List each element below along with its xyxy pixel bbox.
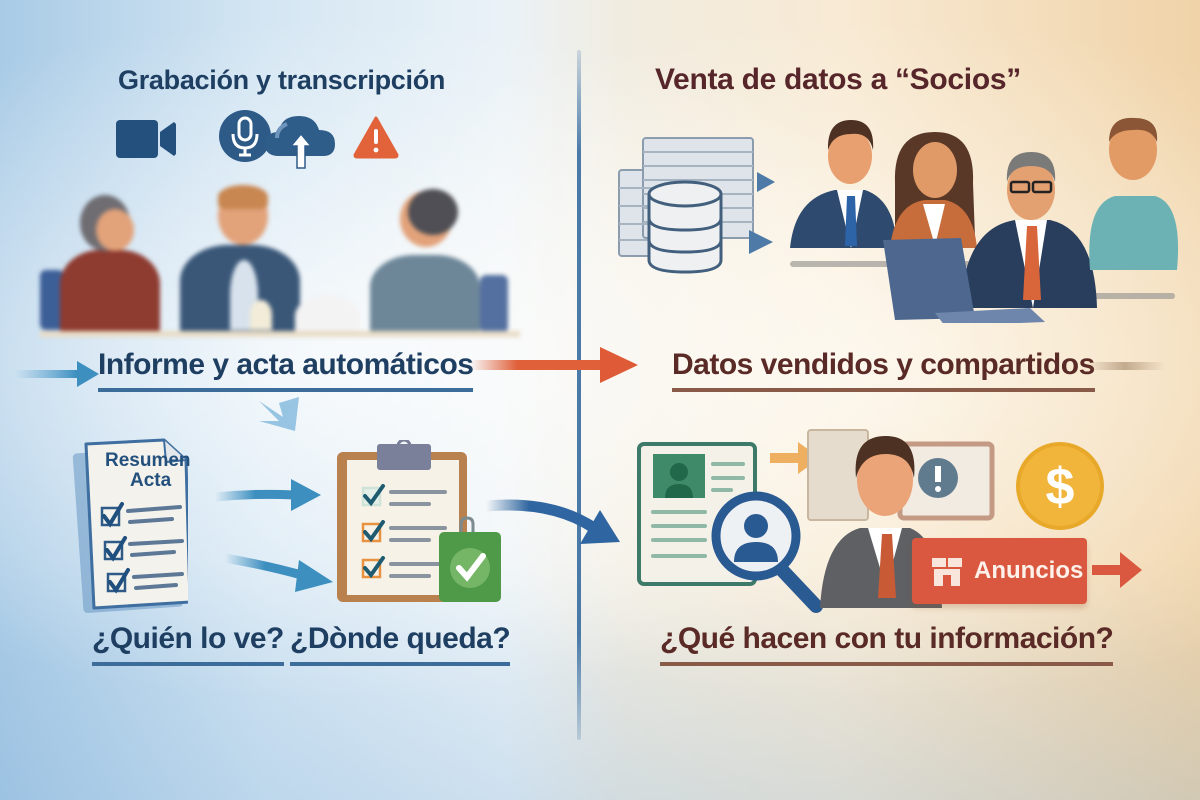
fading-line <box>1085 362 1165 370</box>
ads-store-icon <box>932 558 962 586</box>
question-what-they-do: ¿Qué hacen con tu información? <box>660 622 1114 666</box>
flow-arrow-in <box>15 360 100 388</box>
document-icon <box>68 430 188 615</box>
flow-arrow-orange <box>470 345 640 385</box>
ads-badge: Anuncios <box>912 538 1087 604</box>
question-who-sees: ¿Quién lo ve? <box>92 622 284 666</box>
database-stack-icon <box>615 118 775 278</box>
down-arrow-icon <box>255 395 305 435</box>
flow-arrow-upper <box>215 475 325 515</box>
warning-icon <box>352 114 400 160</box>
partners-group-illustration <box>785 108 1180 323</box>
panel-divider <box>577 50 581 740</box>
cloud-upload-icon <box>262 107 340 171</box>
dollar-coin-icon: $ <box>1012 438 1108 534</box>
flow-arrow-red <box>1092 550 1144 590</box>
right-title: Venta de datos a “Socios” <box>655 63 1021 96</box>
meeting-illustration <box>20 185 540 337</box>
right-heading: Datos vendidos y compartidos <box>672 348 1095 392</box>
left-title: Grabación y transcripción <box>118 65 446 95</box>
document-title-acta: Acta <box>130 470 172 491</box>
video-camera-icon <box>112 118 182 160</box>
left-heading: Informe y acta automáticos <box>98 348 474 392</box>
magnifier-user-icon <box>710 490 840 620</box>
microphone-icon <box>218 107 272 165</box>
flow-arrow-curved <box>482 492 622 552</box>
ads-label: Anuncios <box>974 557 1084 584</box>
svg-text:$: $ <box>1046 458 1075 516</box>
clipboard-icon <box>335 440 505 610</box>
document-title-resumen: Resumen <box>105 450 191 471</box>
flow-arrow-lower <box>225 552 335 596</box>
business-man-illustration <box>800 418 1000 608</box>
question-where-stored: ¿Dònde queda? <box>290 622 511 666</box>
